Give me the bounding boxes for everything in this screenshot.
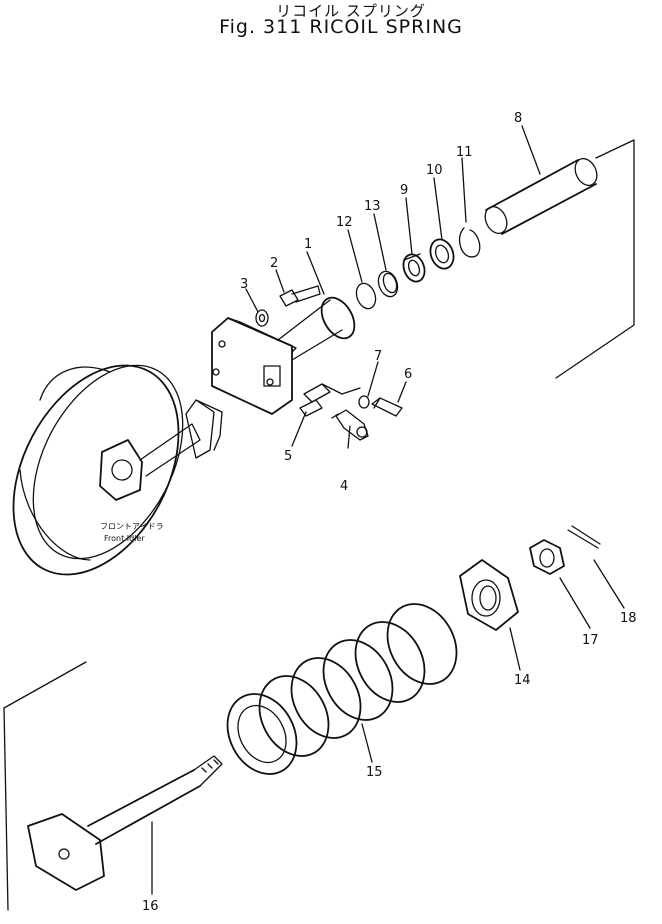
part-12-o-ring [355,282,377,310]
label-part-1: 1 [304,237,312,252]
label-part-5: 5 [284,449,292,464]
label-part-18: 18 [620,611,637,626]
part-5-plate [299,383,361,417]
part-15-recoil-spring [226,603,458,775]
label-part-3: 3 [240,277,248,292]
boundary-lines [3,139,635,911]
front-idler-wheel [12,364,223,576]
label-part-16: 16 [142,899,159,914]
part-16-spring-rod [27,755,223,891]
front-idler-label-jp: フロントアイドラ [100,522,164,531]
figure-title: Fig. 311 RICOIL SPRING [219,16,463,38]
part-3-washer [255,309,269,327]
label-part-6: 6 [404,367,412,382]
label-part-10: 10 [426,163,443,178]
part-1-cylinder [211,296,356,415]
label-part-13: 13 [364,199,381,214]
label-part-2: 2 [270,256,278,271]
part-13-backup-ring [377,270,399,298]
label-part-11: 11 [456,145,473,160]
label-part-17: 17 [582,633,599,648]
label-part-9: 9 [400,183,408,198]
front-idler-label-en: Front Idler [104,534,145,543]
part-11-snap-ring [459,227,481,258]
part-10-seal [429,238,455,270]
part-7-washer [358,395,370,409]
label-part-8: 8 [514,111,522,126]
part-labels: 1 2 3 4 5 6 7 8 9 10 11 12 13 14 15 16 1… [142,111,637,914]
leader-lines [151,125,625,895]
label-part-4: 4 [340,479,348,494]
label-part-14: 14 [514,673,531,688]
part-14-spring-holder [459,559,519,631]
part-9-bushing [402,253,426,283]
part-18-cotter-pin [567,525,601,549]
label-part-7: 7 [374,349,382,364]
label-part-12: 12 [336,215,353,230]
part-8-rod [484,157,598,235]
part-4-grease-valve [331,409,369,441]
label-part-15: 15 [366,765,383,780]
title-japanese: リコイル スプリング [276,2,426,20]
part-17-nut [529,539,565,575]
part-6-bolt [371,397,403,417]
part-2-bolt [279,285,321,307]
